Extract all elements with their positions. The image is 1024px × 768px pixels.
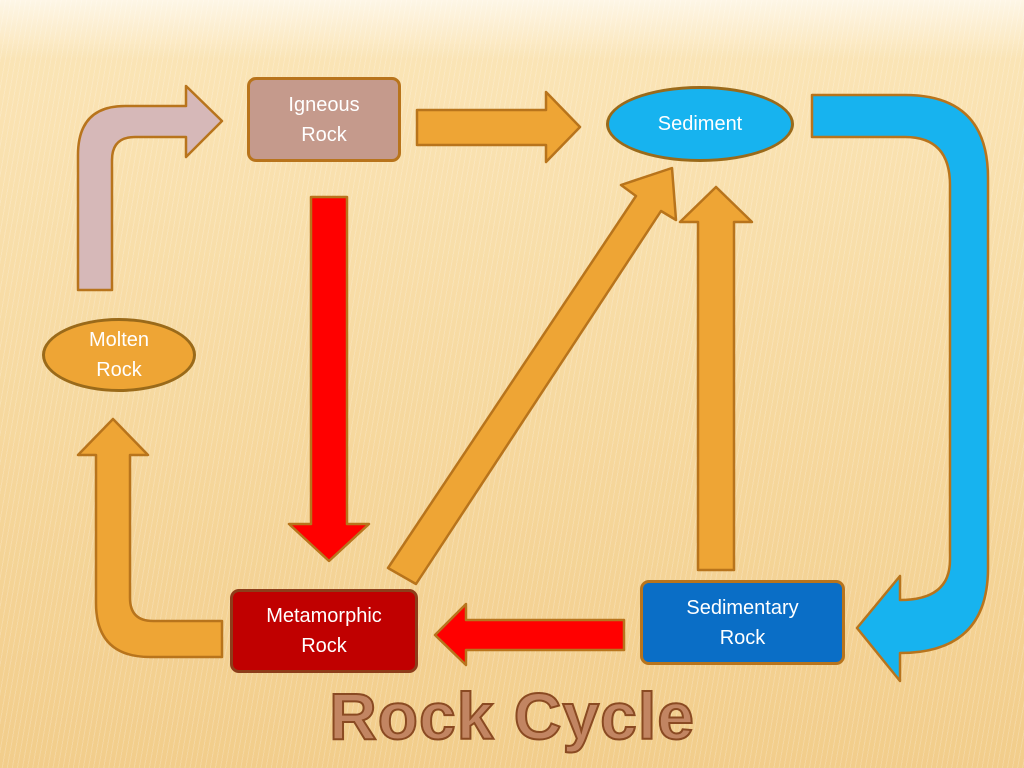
arrow-molten-to-igneous bbox=[76, 84, 224, 292]
arrow-metamorphic-to-sediment bbox=[386, 166, 678, 586]
node-sediment-label: Sediment bbox=[657, 113, 743, 135]
arrow-sedimentary-to-metamorphic bbox=[433, 602, 626, 667]
arrow-sediment-to-sedimentary bbox=[810, 93, 990, 683]
node-molten-rock-label: Molten Rock bbox=[88, 329, 150, 381]
arrow-sedimentary-to-sediment bbox=[678, 185, 754, 572]
node-sediment: Sediment bbox=[606, 86, 794, 162]
arrow-igneous-to-metamorphic bbox=[287, 195, 371, 563]
arrow-metamorphic-to-molten bbox=[76, 417, 224, 659]
background-glow bbox=[0, 0, 1024, 60]
node-sedimentary-rock-label: Sedimentary Rock bbox=[686, 596, 799, 649]
node-molten-rock: Molten Rock bbox=[42, 318, 196, 392]
slide-title: Rock Cycle bbox=[328, 678, 695, 754]
node-igneous-rock-label: Igneous Rock bbox=[288, 93, 360, 146]
arrow-igneous-to-sediment bbox=[415, 90, 582, 164]
node-sedimentary-rock: Sedimentary Rock bbox=[640, 580, 845, 665]
node-metamorphic-rock: Metamorphic Rock bbox=[230, 589, 418, 673]
node-igneous-rock: Igneous Rock bbox=[247, 77, 401, 162]
node-metamorphic-rock-label: Metamorphic Rock bbox=[266, 605, 382, 657]
